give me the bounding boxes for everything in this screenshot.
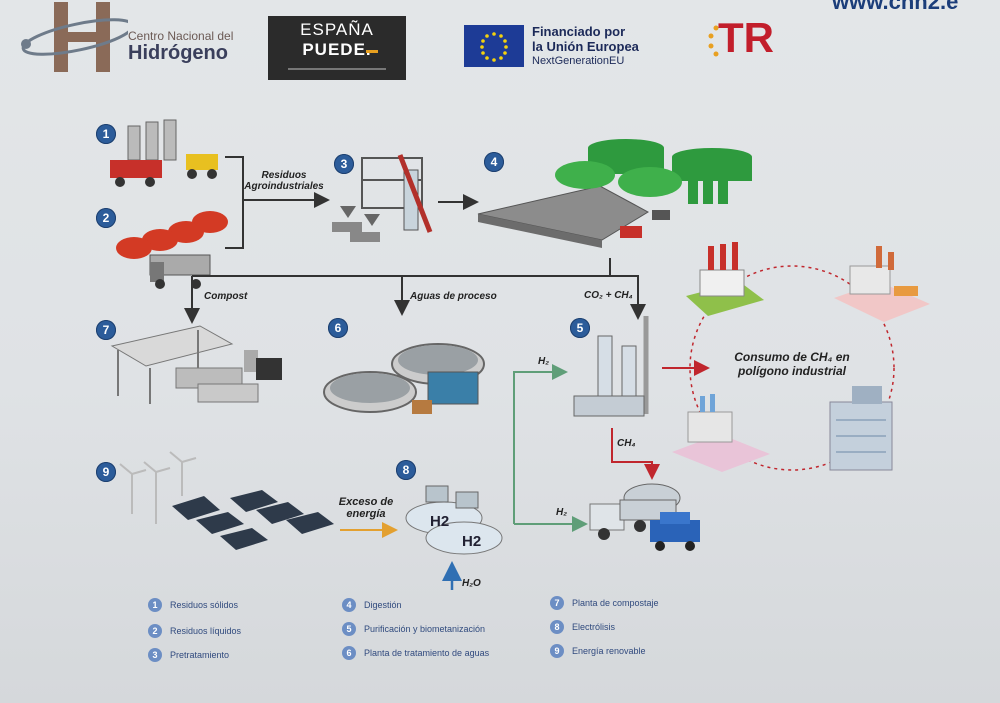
legend-num-4: 4 [342, 598, 356, 612]
legend-label-3: Pretratamiento [170, 650, 230, 660]
legend-item-4: 4 Digestión [342, 598, 402, 612]
legend-num-3: 3 [148, 648, 162, 662]
legend-num-5: 5 [342, 622, 356, 636]
legend-num-6: 6 [342, 646, 356, 660]
digestion-illustration [477, 139, 752, 248]
legend-item-7: 7 Planta de compostaje [550, 596, 659, 610]
flow-label-h2-bottom: H₂ [556, 507, 568, 518]
eu-flag [464, 25, 524, 67]
espana-fineprint [288, 68, 386, 70]
legend-item-9: 9 Energía renovable [550, 644, 646, 658]
industrial-ring [689, 265, 895, 471]
flow-label-exceso-line2: energía [346, 508, 386, 520]
legend-item-1: 1 Residuos sólidos [148, 598, 238, 612]
eu-funding-text: Financiado por la Unión Europea NextGene… [532, 24, 639, 67]
purification-illustration [573, 316, 649, 417]
factory-topleft-illustration [686, 242, 764, 316]
legend-label-2: Residuos líquidos [170, 626, 242, 636]
step-badge-1: 1 [96, 124, 116, 144]
step-badge-6: 6 [328, 318, 348, 338]
legend-label-4: Digestión [364, 600, 402, 610]
residuos-bracket [225, 156, 244, 249]
espana-line1: ESPAÑA [300, 20, 374, 39]
branch-line [192, 258, 611, 277]
legend-num-9: 9 [550, 644, 564, 658]
step-badge-7: 7 [96, 320, 116, 340]
espana-flag-stripe [366, 50, 378, 53]
legend-num-1: 1 [148, 598, 162, 612]
flow-label-exceso-line1: Exceso de [338, 496, 394, 508]
eu-line2: la Unión Europea [532, 39, 639, 54]
liquid-waste-illustration [116, 211, 228, 289]
flow-label-h2-top: H₂ [538, 356, 550, 367]
url-fragment[interactable]: www.cnh2.e [832, 0, 959, 14]
flow-label-co2-ch4: CO₂ + CH₄ [584, 290, 633, 301]
flow-label-aguas: Aguas de proceso [410, 291, 497, 302]
legend-label-8: Electrólisis [572, 622, 616, 632]
flow-label-ch4: CH₄ [617, 438, 636, 449]
eu-line1: Financiado por [532, 24, 626, 39]
vehicles-illustration [589, 483, 700, 551]
legend-label-7: Planta de compostaje [572, 598, 659, 608]
legend-label-9: Energía renovable [572, 646, 646, 656]
tank-label-b: H2 [462, 533, 481, 550]
flow-label-compost: Compost [204, 291, 248, 302]
water-treatment-illustration [323, 343, 485, 414]
espana-line2: PUEDE. [302, 40, 372, 59]
legend-item-2: 2 Residuos líquidos [148, 624, 241, 638]
legend-label-1: Residuos sólidos [170, 600, 239, 610]
legend-label-6: Planta de tratamiento de aguas [364, 648, 490, 658]
step-badge-5: 5 [570, 318, 590, 338]
cnh-logo-mark [21, 2, 128, 72]
factory-topright-illustration [834, 246, 930, 322]
tr-logo: TR [706, 14, 774, 68]
arrow-ch4-to-vehicles [611, 428, 660, 480]
flow-label-residuos-line2: Agroindustriales [244, 181, 324, 192]
legend-num-2: 2 [148, 624, 162, 638]
composting-illustration [110, 325, 282, 404]
consumo-label-line2: polígono industrial [738, 364, 846, 378]
legend-item-6: 6 Planta de tratamiento de aguas [342, 646, 489, 660]
arrow-to-purification [610, 275, 646, 320]
arrow-h2-to-purification [513, 364, 568, 524]
eu-stars-icon [480, 32, 508, 62]
renewable-energy-illustration [119, 451, 334, 550]
cnh-logo: Centro Nacional del Hidrógeno [18, 2, 248, 72]
legend: 1 Residuos sólidos 2 Residuos líquidos 3… [148, 596, 708, 668]
pretreatment-illustration [332, 154, 433, 242]
legend-num-8: 8 [550, 620, 564, 634]
step-badge-8: 8 [396, 460, 416, 480]
factory-bottomleft-illustration [672, 394, 770, 472]
step-badge-4: 4 [484, 152, 504, 172]
consumo-label-line1: Consumo de CH₄ en [734, 350, 850, 364]
eu-line3: NextGenerationEU [532, 55, 625, 67]
solid-waste-illustration [110, 119, 218, 187]
flow-label-residuos-line1: Residuos [261, 170, 307, 181]
legend-item-3: 3 Pretratamiento [148, 648, 229, 662]
tr-logo-dots-icon [708, 25, 719, 57]
flow-label-h2o: H₂O [462, 578, 481, 589]
step-badge-2: 2 [96, 208, 116, 228]
step-badge-3: 3 [334, 154, 354, 174]
legend-item-8: 8 Electrólisis [550, 620, 615, 634]
legend-label-5: Purificación y biometanización [364, 624, 486, 634]
step-badge-9: 9 [96, 462, 116, 482]
flow-label-residuos: Residuos Agroindustriales [244, 170, 324, 192]
tr-logo-text: TR [718, 14, 774, 61]
legend-item-5: 5 Purificación y biometanización [342, 622, 485, 636]
flow-label-exceso: Exceso de energía [334, 496, 398, 520]
cnh-title-line1: Centro Nacional del [128, 29, 234, 43]
legend-num-7: 7 [550, 596, 564, 610]
cnh-title-line2: Hidrógeno [128, 42, 228, 64]
factory-bottomright-illustration [829, 386, 893, 471]
electrolysis-illustration: H2 H2 [405, 485, 503, 555]
tank-label-a: H2 [430, 513, 449, 530]
consumo-label: Consumo de CH₄ en polígono industrial [718, 350, 866, 378]
espana-puede-logo: ESPAÑA PUEDE. [268, 16, 406, 80]
